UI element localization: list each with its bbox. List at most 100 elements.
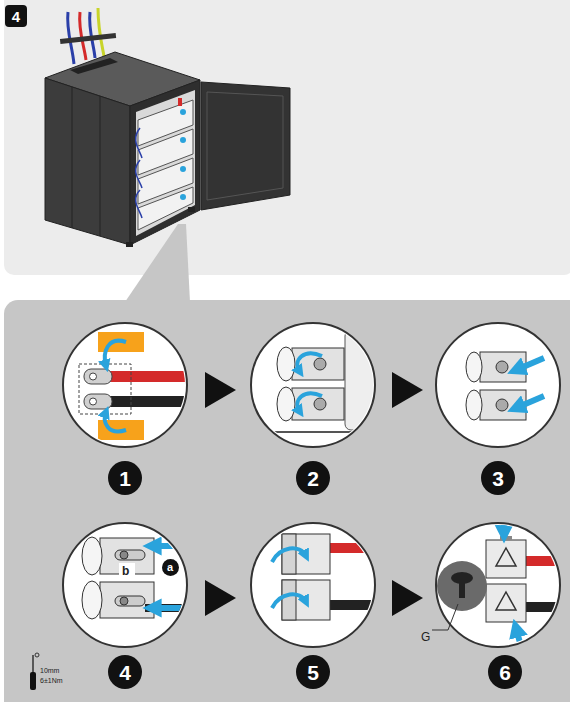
cover-fix-view	[486, 514, 566, 650]
black-cable	[526, 602, 566, 612]
terminal-cap	[466, 352, 482, 382]
terminal-cap	[282, 534, 296, 574]
tool-spec: 6±1Nm	[40, 677, 63, 684]
housing-edge	[345, 330, 375, 430]
step-arrow	[392, 372, 423, 408]
callout-wedge	[125, 224, 190, 302]
step-arrow	[392, 580, 423, 616]
step-label: 4	[12, 9, 20, 24]
black-cable	[326, 600, 386, 610]
cabinet-foot	[188, 207, 195, 212]
motion-arrow	[297, 353, 322, 372]
terminal-cap	[466, 390, 482, 420]
cabinet-side	[45, 78, 130, 245]
terminal-screw	[120, 597, 128, 605]
terminal-block	[100, 582, 154, 618]
cabinet-opening	[136, 90, 195, 236]
blue-cable	[90, 12, 95, 58]
motion-arrow	[152, 543, 182, 549]
lug-insert-view	[82, 537, 190, 619]
motion-arrow	[516, 628, 522, 650]
lug-view	[79, 332, 188, 440]
terminal-mark	[180, 137, 186, 143]
link-cable	[136, 128, 142, 158]
terminal-block	[486, 584, 526, 622]
tool-spec: 10mm	[40, 667, 59, 674]
step-arrow	[205, 580, 236, 616]
motion-arrow	[516, 396, 544, 408]
step-label: 3	[492, 468, 504, 489]
ring-lug	[115, 550, 145, 560]
red-cable	[80, 12, 86, 60]
battery-module	[138, 187, 193, 230]
motion-arrow	[105, 412, 126, 431]
earth-cable	[98, 8, 104, 56]
motion-arrow	[297, 393, 322, 412]
step-label: 1	[119, 468, 131, 489]
terminal-cap	[82, 537, 102, 575]
label-backing	[119, 563, 135, 577]
warning-symbol	[496, 548, 516, 566]
door-panel	[207, 92, 283, 200]
step-label: 5	[307, 662, 319, 683]
step-arrow	[205, 372, 236, 408]
dashed-outline	[79, 364, 131, 414]
terminal-block	[486, 540, 526, 578]
ring-lug	[84, 394, 112, 409]
terminal-screw	[120, 551, 128, 559]
terminal-block	[292, 388, 344, 420]
cable-clamp	[60, 33, 116, 44]
terminal-screw	[314, 358, 326, 370]
cable-slot	[70, 58, 118, 74]
red-terminal	[178, 98, 182, 106]
terminal-open-view	[250, 330, 380, 432]
motion-arrow	[501, 514, 507, 534]
red-cable	[108, 371, 188, 382]
red-cable	[326, 543, 386, 553]
motion-arrow	[516, 358, 544, 370]
black-cable	[145, 604, 190, 612]
terminal-nut	[496, 361, 508, 373]
cabinet-door	[201, 82, 290, 210]
step-view	[436, 523, 560, 647]
module-links	[136, 128, 142, 218]
fixing-screw	[500, 536, 512, 540]
ring-lug	[84, 369, 112, 384]
link-cable	[136, 160, 142, 188]
base-plate	[250, 431, 380, 433]
motion-arrow	[152, 605, 182, 611]
step-number: 5	[296, 655, 330, 689]
step-view	[251, 323, 375, 447]
step-badge: 4	[5, 5, 27, 27]
ring-lug	[115, 596, 145, 606]
part-inset	[437, 561, 487, 611]
red-cable	[526, 556, 566, 566]
step-view	[436, 323, 560, 447]
terminal-cap	[82, 581, 102, 619]
motion-arrow	[105, 341, 126, 366]
link-cable	[136, 190, 142, 218]
panel-groove	[72, 87, 73, 228]
terminal-cap	[277, 347, 295, 381]
terminal-remove-view	[466, 352, 544, 420]
terminal-mark	[180, 166, 186, 172]
terminal-cap	[282, 580, 296, 620]
warning-symbol	[496, 592, 516, 610]
screwdriver-shaft	[32, 655, 34, 672]
bolt-shank	[459, 582, 465, 598]
step-view	[63, 323, 187, 447]
step-number: 6	[488, 655, 522, 689]
terminal-nut	[496, 399, 508, 411]
step-number: 3	[481, 461, 515, 495]
leader-line	[432, 604, 458, 630]
step-arrows	[205, 372, 423, 616]
overview-panel	[4, 0, 570, 275]
battery-modules	[138, 100, 193, 230]
terminal-mark	[180, 194, 186, 200]
terminal-mark	[180, 109, 186, 115]
cabinet-foot	[126, 242, 133, 247]
step-view	[251, 523, 375, 647]
terminal-marks	[180, 109, 186, 200]
